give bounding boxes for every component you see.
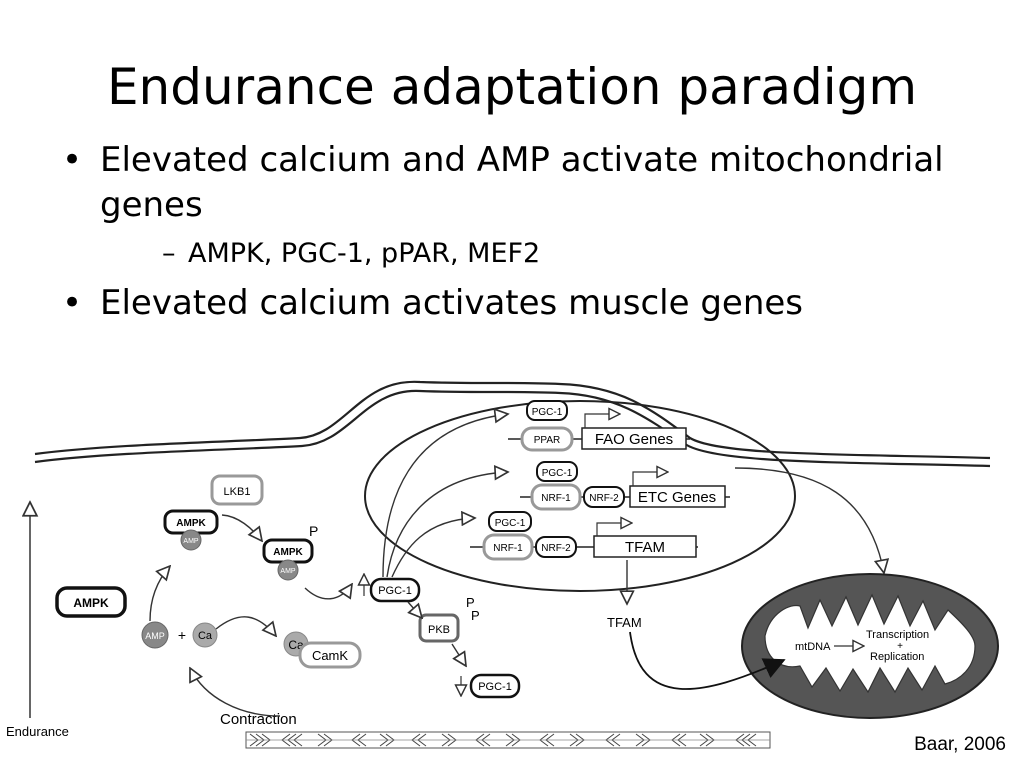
row1-promoter [584,414,620,428]
bullet-2-text: Elevated calcium activates muscle genes [100,282,803,323]
slide-title: Endurance adaptation paradigm [106,57,918,116]
tfam-out-label: TFAM [607,615,642,630]
bullet-list: Elevated calcium and AMP activate mitoch… [60,138,960,332]
citation: Baar, 2006 [914,734,1006,755]
ampk-bound-label: AMPK [176,518,206,529]
ampk-phos-p: P [309,523,318,539]
contraction-label: Contraction [220,711,297,728]
row2-pgc1 [536,461,578,482]
bullet-1-text: Elevated calcium and AMP activate mitoch… [100,140,944,225]
ampk-left-label: AMPK [73,596,109,610]
row3-nrf1-label: NRF-1 [493,543,523,554]
camk-label: CamK [312,648,348,663]
pathway-arrows-left [149,514,466,717]
ca-circle-label: Ca [198,630,213,642]
pathway-arrows-nucleus [382,414,508,578]
row2-nrf2-label: NRF-2 [589,493,619,504]
amp-circle-label: AMP [145,631,165,641]
ampk-phos-label: AMPK [273,547,303,558]
camk-node [298,641,362,669]
row3-nrf2 [535,536,577,558]
pkb-label: PKB [428,624,450,636]
row2-nrf2 [583,486,625,508]
row3-promoter [596,523,632,536]
row3-pgc1 [488,511,532,532]
row1-pgc1 [526,400,568,421]
row1-ppar [520,426,574,452]
replication-label: Replication [870,651,924,663]
tfam-to-mtdna-arrow [629,631,786,690]
ampk-left-node [55,586,127,618]
mitochondrion [741,573,999,719]
pkb-node [418,613,460,643]
row1-pgc1-label: PGC-1 [532,407,563,418]
lkb1-label: LKB1 [224,486,251,498]
row1-gene-label: FAO Genes [595,431,673,448]
mtdna-label: mtDNA [795,641,831,653]
cell-membrane [34,380,991,468]
amp-phos-circle [277,559,299,581]
pkb-p2: P [471,608,480,623]
row2-nrf1-label: NRF-1 [541,493,571,504]
amp-bound-circle [180,529,202,551]
endurance-label: Endurance [6,724,69,739]
sarcomere-strip [245,731,771,749]
row2-gene-label: ETC Genes [638,489,716,506]
row2-pgc1-label: PGC-1 [542,468,573,479]
pgc1-center-node [369,577,421,603]
amp-phos-label: AMP [280,568,296,575]
row1-ppar-label: PPAR [534,435,561,446]
row3-gene-box [593,535,697,558]
nucleus-to-mito-arrow [734,467,884,573]
mito-plus: + [897,641,903,652]
row1-gene-box [581,427,687,450]
ca-circle [192,622,218,648]
amp-circle [141,621,169,649]
lkb1-node [210,474,264,506]
transcription-label: Transcription [866,629,929,641]
amp-ca-plus: + [178,627,186,643]
amp-bound-label: AMP [183,538,199,545]
sub-bullet-1: AMPK, PGC-1, pPAR, MEF2 [146,234,960,273]
row2-promoter [632,472,668,486]
bullet-2: Elevated calcium activates muscle genes [60,281,960,326]
row2-gene-box [629,485,726,508]
row3-gene-label: TFAM [625,539,665,556]
sub-bullet-list: AMPK, PGC-1, pPAR, MEF2 [100,234,960,273]
row2-nrf1 [530,483,582,511]
row3-nrf2-label: NRF-2 [541,543,571,554]
row3-nrf1 [482,533,534,561]
bullet-1: Elevated calcium and AMP activate mitoch… [60,138,960,273]
pkb-p1: P [466,595,475,610]
signaling-diagram: Endurance AMPK AMPK AMP LKB1 AMPK AMP P … [6,380,999,749]
row3-pgc1-label: PGC-1 [495,518,526,529]
pgc1-bottom-label: PGC-1 [478,681,512,693]
pgc1-bottom-node [469,673,521,699]
pgc1-center-label: PGC-1 [378,585,412,597]
nucleus [364,400,796,592]
